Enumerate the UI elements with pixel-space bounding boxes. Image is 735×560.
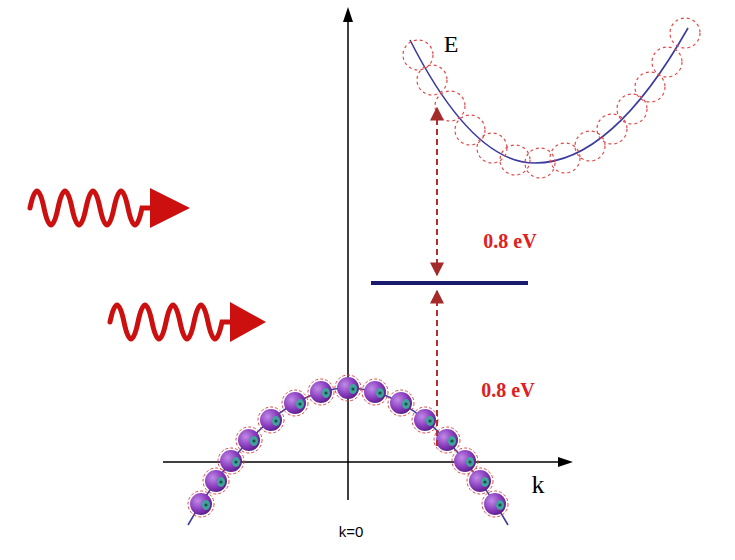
conduction-band — [403, 18, 700, 178]
energy-label: 0.8 eV — [481, 379, 534, 401]
energy-label: 0.8 eV — [483, 230, 536, 252]
transition-arrows — [436, 108, 438, 446]
axis-tick-label: k=0 — [339, 524, 364, 541]
axis-label: k — [532, 471, 545, 500]
axis-label: E — [444, 31, 459, 57]
defect-level — [371, 281, 528, 285]
photon-wave — [30, 188, 190, 228]
axes — [163, 7, 573, 500]
valence-band — [188, 375, 508, 525]
photon-wave — [110, 302, 266, 342]
